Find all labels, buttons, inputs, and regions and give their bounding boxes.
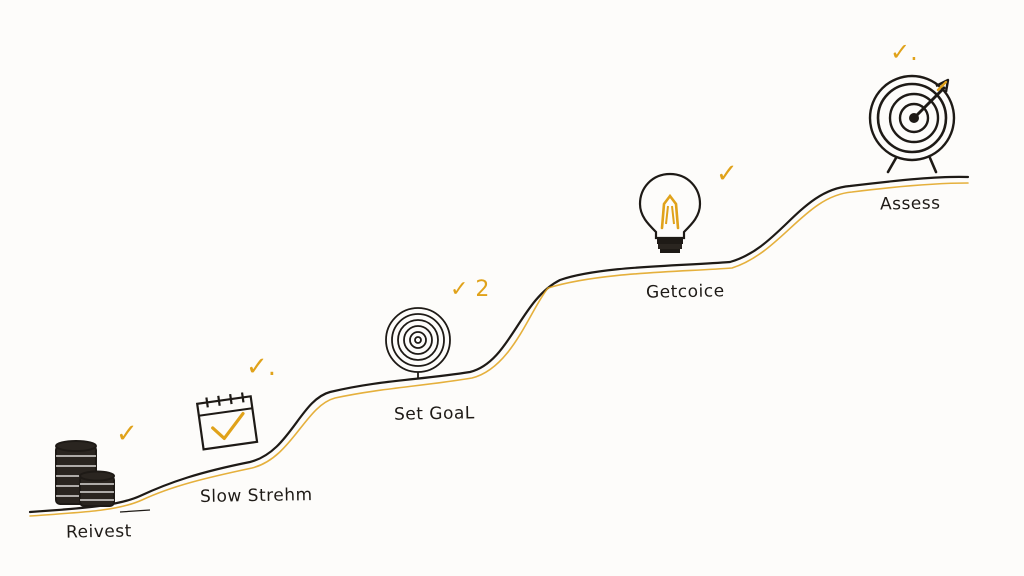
step-1-check: ✓ [116,419,138,449]
path-line [28,175,970,514]
calendar-check-icon [195,392,259,451]
step-2-check: ✓. [246,352,276,382]
spiral-target-icon [385,307,451,378]
path-ground-tick [119,509,151,513]
step-5-check: ✓. [890,38,918,66]
step-3-check: ✓ 2 [450,277,489,302]
check-mark-group: ✓ ✓. ✓ 2 ✓ ✓. [116,38,918,449]
step-2-label: Slow Strehm [199,485,313,507]
step-3-label: Set GoaL [393,403,475,425]
step-5-label: Assess [879,193,941,215]
step-4-check: ✓ [716,159,738,189]
light-bulb-icon [638,172,702,253]
bullseye-arrow-icon [868,74,956,174]
coin-stack-icon [55,440,115,507]
step-4-label: Getcoice [645,281,725,303]
path-accent-line [29,182,969,517]
step-1-label: Reivest [65,521,132,543]
